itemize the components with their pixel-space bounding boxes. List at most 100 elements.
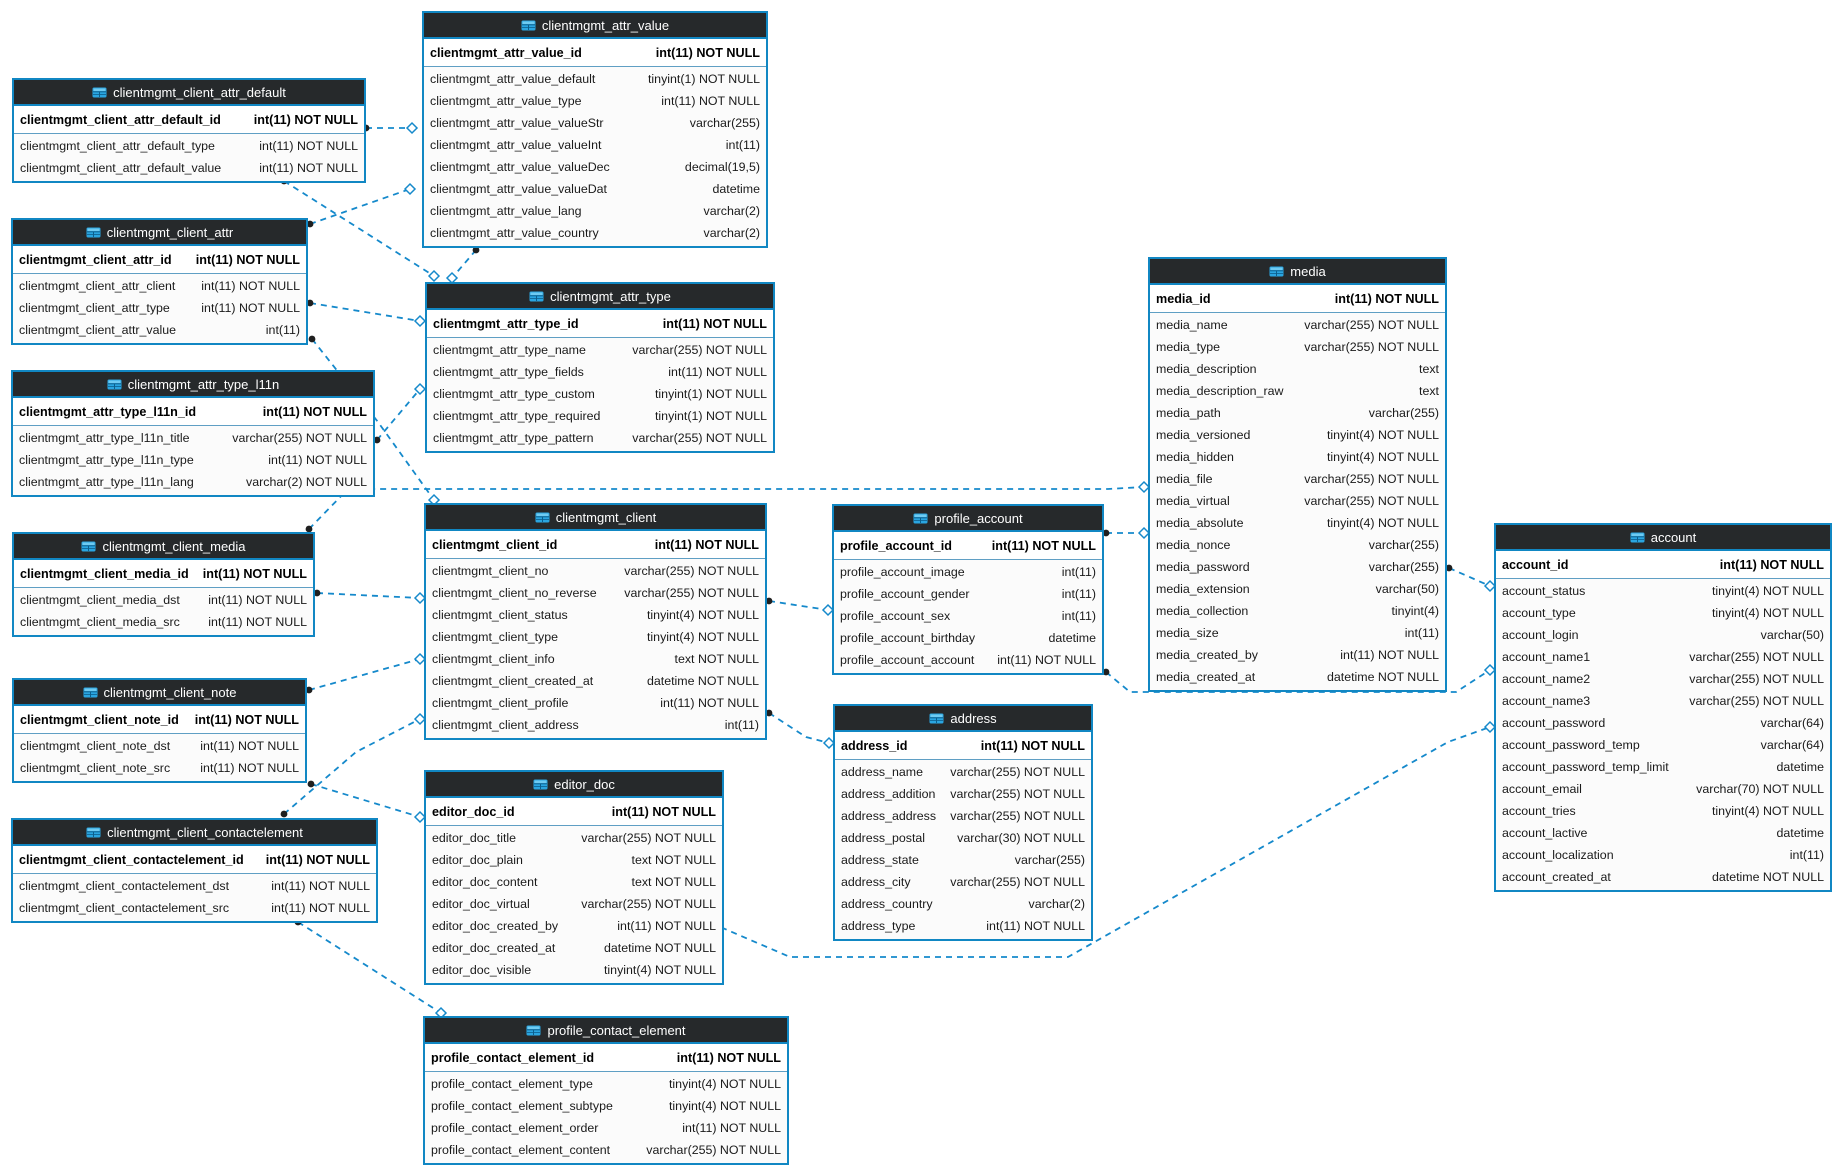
table-header[interactable]: clientmgmt_attr_type_l11n — [13, 372, 373, 398]
relationship-line[interactable] — [309, 302, 421, 322]
table-header[interactable]: editor_doc — [426, 772, 722, 798]
relationship-line[interactable] — [310, 783, 421, 818]
relationship-line[interactable] — [1448, 567, 1491, 587]
table-header[interactable]: account — [1496, 525, 1830, 551]
relationship-editor_doc-to-account[interactable] — [707, 720, 1497, 958]
relationship-line[interactable] — [283, 718, 421, 815]
relationship-profile_account-to-account[interactable] — [1102, 663, 1497, 693]
relationship-clientmgmt_client_note-to-editor_doc[interactable] — [307, 780, 427, 824]
relationship-clientmgmt_client_note-to-clientmgmt_client[interactable] — [305, 652, 427, 694]
table-header[interactable]: clientmgmt_attr_value — [424, 13, 766, 39]
relationship-line[interactable] — [308, 486, 1145, 530]
relationship-line[interactable] — [297, 921, 442, 1014]
relationship-line[interactable] — [451, 249, 477, 279]
relationship-clientmgmt_client-to-address[interactable] — [765, 709, 836, 750]
table-clientmgmt_attr_type_l11n[interactable]: clientmgmt_attr_type_l11n clientmgmt_attr… — [11, 370, 375, 497]
table-header[interactable]: clientmgmt_client — [426, 505, 765, 531]
table-header[interactable]: media — [1150, 259, 1445, 285]
relationship-media-to-account[interactable] — [1445, 564, 1497, 593]
relationship-clientmgmt_client_attr-to-clientmgmt_attr_type[interactable] — [306, 299, 427, 328]
table-header[interactable]: address — [835, 706, 1091, 732]
relationship-line[interactable] — [710, 726, 1491, 958]
relationship-line[interactable] — [316, 592, 421, 599]
relationship-line[interactable] — [283, 180, 435, 277]
table-header[interactable]: clientmgmt_client_contactelement — [13, 820, 376, 846]
table-header[interactable]: clientmgmt_attr_type — [427, 284, 773, 310]
relationship-line[interactable] — [768, 712, 830, 744]
relationship-clientmgmt_client_attr_default-to-clientmgmt_attr_value[interactable] — [362, 121, 419, 135]
